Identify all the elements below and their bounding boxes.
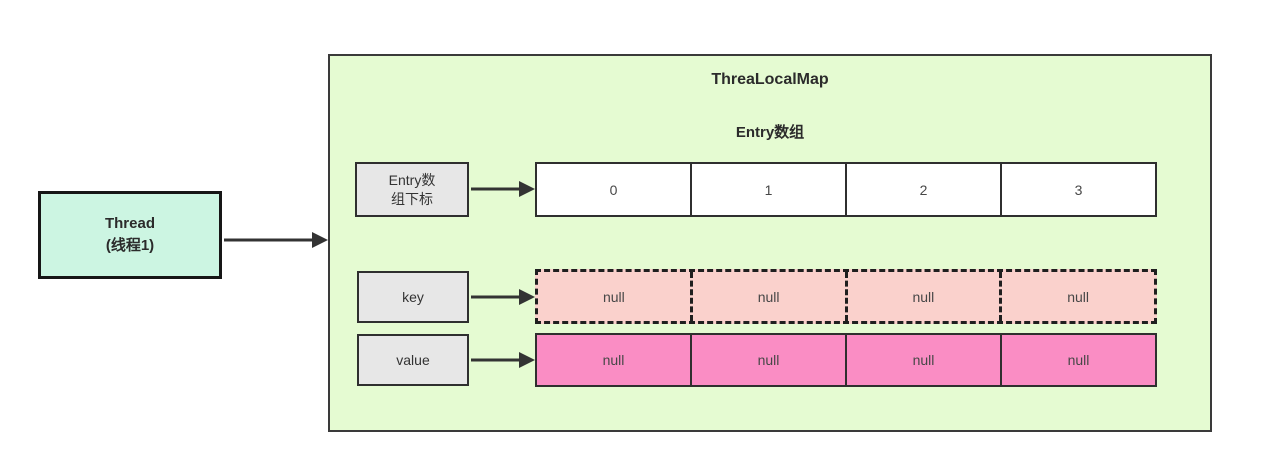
thread-box-subtitle: (线程1) <box>105 237 155 254</box>
arrow-thread-to-map <box>224 228 328 252</box>
arrow-head-icon <box>312 232 328 248</box>
value-label: value <box>396 351 430 368</box>
arrow-line <box>471 295 523 299</box>
value-cell: null <box>602 352 625 368</box>
thread-box: Thread (线程1) <box>38 191 222 279</box>
index-cell: 3 <box>1000 164 1155 215</box>
index-label-line1: Entry数 <box>388 171 436 188</box>
thread-box-title: Thread <box>104 215 155 232</box>
value-cell: null <box>1000 335 1155 385</box>
value-label-box: value <box>357 334 469 386</box>
index-cell: 0 <box>609 181 618 198</box>
key-cell: null <box>999 272 1154 321</box>
key-cell: null <box>689 272 845 321</box>
arrow-head-icon <box>519 181 535 197</box>
arrow-line <box>471 358 523 362</box>
value-cell: null <box>845 335 1000 385</box>
key-label: key <box>402 288 424 305</box>
index-cell: 2 <box>845 164 1000 215</box>
map-title: ThreaLocalMap <box>711 71 829 88</box>
arrow-value-to-row <box>471 348 535 372</box>
arrow-line <box>224 238 316 242</box>
arrow-head-icon <box>519 289 535 305</box>
key-label-box: key <box>357 271 469 323</box>
arrow-line <box>471 187 523 191</box>
entry-array-title: Entry数组 <box>735 124 805 141</box>
value-cell: null <box>690 335 845 385</box>
index-cell: 1 <box>690 164 845 215</box>
key-cell: null <box>844 272 1000 321</box>
arrow-index-to-row <box>471 177 535 201</box>
key-cell: null <box>602 288 625 305</box>
index-label-line2: 组下标 <box>391 190 433 207</box>
index-label-box: Entry数 组下标 <box>355 162 469 217</box>
arrow-key-to-row <box>471 285 535 309</box>
arrow-head-icon <box>519 352 535 368</box>
